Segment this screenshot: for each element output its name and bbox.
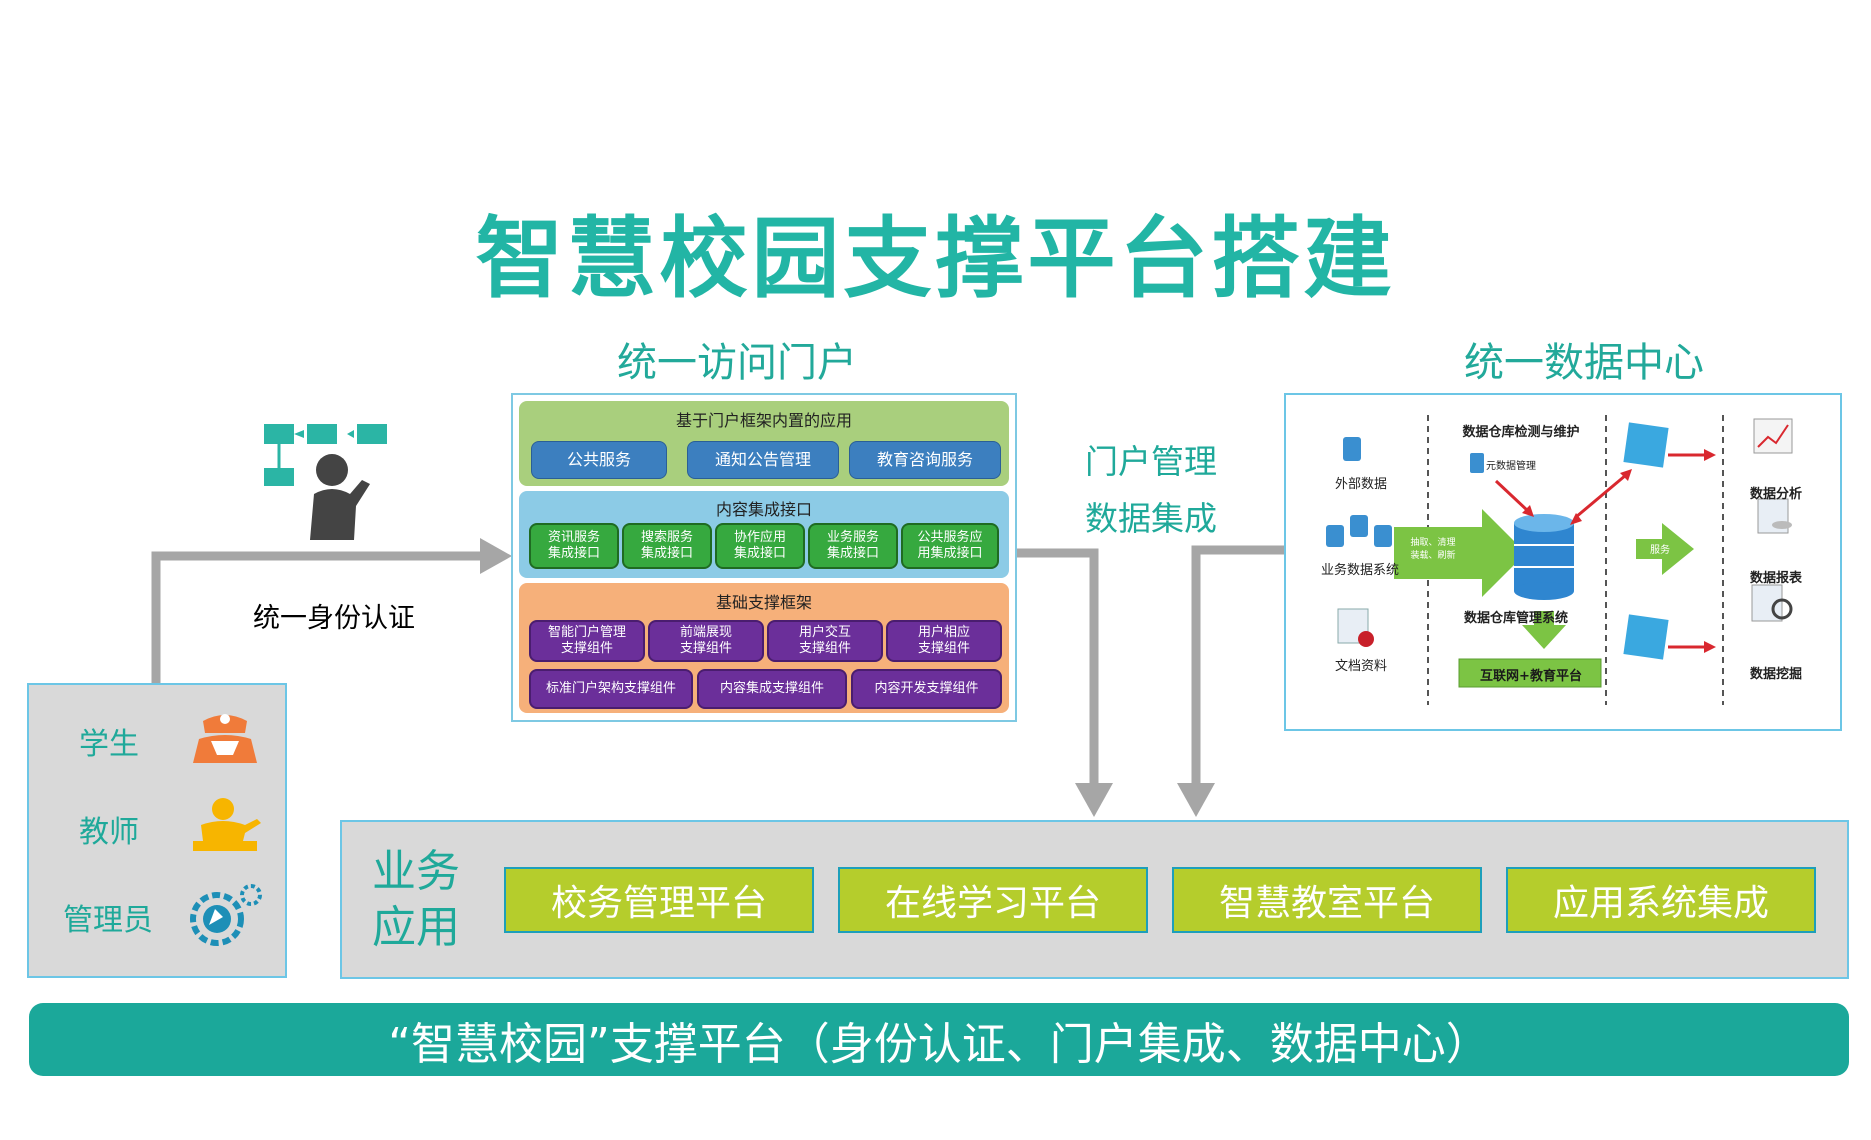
service-label: 服务 <box>1650 545 1670 556</box>
builtin-apps-band: 基于门户框架内置的应用 公共服务 通知公告管理 教育咨询服务 <box>519 401 1009 486</box>
user-admin-label: 管理员 <box>63 903 153 938</box>
pill-search-interface: 搜索服务 集成接口 <box>622 523 712 569</box>
pill-notice-mgmt: 通知公告管理 <box>687 441 839 479</box>
data-center-heading: 统一数据中心 <box>1464 340 1704 386</box>
pill-frontend-comp: 前端展现 支撑组件 <box>648 620 764 662</box>
pill-edu-consult: 教育咨询服务 <box>849 441 1001 479</box>
teacher-icon <box>193 798 261 851</box>
output-mining: 数据挖掘 <box>1749 667 1802 682</box>
portal-mgmt-label: 门户管理 <box>1085 442 1217 481</box>
base-framework-band: 基础支撑框架 智能门户管理 支撑组件 前端展现 支撑组件 用户交互 支撑组件 用… <box>519 583 1009 713</box>
pill-content-integration-comp: 内容集成支撑组件 <box>697 669 847 709</box>
source-external: 外部数据 <box>1334 477 1387 492</box>
pill-content-dev-comp: 内容开发支撑组件 <box>851 669 1002 709</box>
dw-system-label: 数据仓库管理系统 <box>1463 611 1568 626</box>
presenter-icon <box>264 424 387 540</box>
app-system-integration[interactable]: 应用系统集成 <box>1506 867 1816 933</box>
platform-footer-bar: “智慧校园”支撑平台（身份认证、门户集成、数据中心） <box>29 1003 1849 1076</box>
user-student-label: 学生 <box>79 727 139 762</box>
users-panel: 学生 教师 管理员 <box>27 683 287 978</box>
band-title: 基础支撑框架 <box>715 593 812 612</box>
pill-business-interface: 业务服务 集成接口 <box>808 523 898 569</box>
pill-response-comp: 用户相应 支撑组件 <box>886 620 1002 662</box>
portal-diagram: 基于门户框架内置的应用 公共服务 通知公告管理 教育咨询服务 内容集成接口 资讯… <box>511 393 1017 722</box>
content-interface-band: 内容集成接口 资讯服务 集成接口 搜索服务 集成接口 协作应用 集成接口 业务服… <box>519 491 1009 578</box>
data-center-diagram: 外部数据 业务数据系统 文档资料 抽取、清理 装载、刷新 数据仓库检测与维护 元… <box>1284 393 1842 731</box>
band-title: 基于门户框架内置的应用 <box>675 411 852 430</box>
platform-label: 互联网+教育平台 <box>1480 669 1582 684</box>
app-smart-classroom[interactable]: 智慧教室平台 <box>1172 867 1482 933</box>
output-report: 数据报表 <box>1749 571 1802 586</box>
data-integration-label: 数据集成 <box>1085 499 1217 538</box>
app-online-learning[interactable]: 在线学习平台 <box>838 867 1148 933</box>
monitor-title: 数据仓库检测与维护 <box>1462 425 1580 440</box>
student-icon <box>193 714 257 763</box>
business-label: 业务 应用 <box>372 846 460 953</box>
user-teacher-label: 教师 <box>79 815 139 850</box>
metadata-label: 元数据管理 <box>1486 461 1536 472</box>
pill-portal-mgmt-comp: 智能门户管理 支撑组件 <box>529 620 645 662</box>
identity-label: 统一身份认证 <box>253 603 415 634</box>
source-documents: 文档资料 <box>1334 659 1387 674</box>
pill-standard-arch-comp: 标准门户架构支撑组件 <box>529 669 693 709</box>
pill-collab-interface: 协作应用 集成接口 <box>715 523 805 569</box>
extract-label: 抽取、清理 装载、刷新 <box>1410 538 1456 561</box>
app-school-affairs[interactable]: 校务管理平台 <box>504 867 814 933</box>
page-title: 智慧校园支撑平台搭建 <box>475 207 1396 310</box>
source-business: 业务数据系统 <box>1320 563 1399 578</box>
data-center-graphics <box>1326 415 1793 705</box>
portal-heading: 统一访问门户 <box>617 340 857 386</box>
admin-icon <box>190 884 262 946</box>
pill-info-interface: 资讯服务 集成接口 <box>529 523 619 569</box>
output-analysis: 数据分析 <box>1749 487 1802 502</box>
band-title: 内容集成接口 <box>715 500 812 519</box>
pill-public-app-interface: 公共服务应 用集成接口 <box>901 523 999 569</box>
business-apps-panel: 业务 应用 校务管理平台 在线学习平台 智慧教室平台 应用系统集成 <box>340 820 1849 979</box>
pill-interaction-comp: 用户交互 支撑组件 <box>767 620 883 662</box>
pill-public-service: 公共服务 <box>531 441 667 479</box>
